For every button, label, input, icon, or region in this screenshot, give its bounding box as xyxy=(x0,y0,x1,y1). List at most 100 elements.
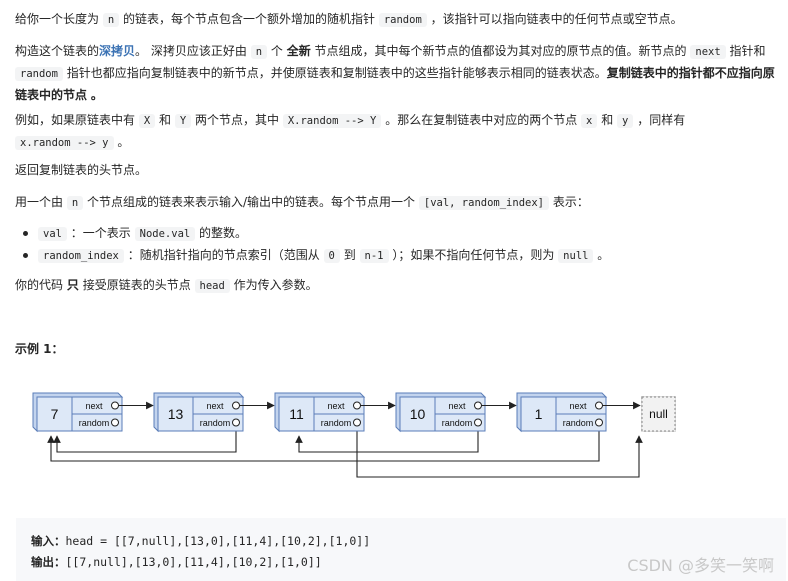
inline-code: y xyxy=(617,114,634,128)
text: 个 xyxy=(270,44,283,58)
output-label: 输出： xyxy=(31,555,66,569)
random-label: random xyxy=(321,418,352,428)
inline-code: X.random --> Y xyxy=(282,114,382,128)
text: 你的代码 xyxy=(15,278,64,292)
random-pointer-13-to-7 xyxy=(53,427,237,453)
deep-copy-link[interactable]: 深拷贝 xyxy=(99,44,136,58)
random-pointer-11-to-1 xyxy=(356,427,643,478)
random-pointer-dot xyxy=(474,418,482,427)
text: ）；如果不指向任何节点，则为 xyxy=(392,248,555,262)
text: 指针和 xyxy=(729,44,766,58)
paragraph-example-random: 例如，如果原链表中有 X 和 Y 两个节点，其中 X.random --> Y … xyxy=(15,110,777,154)
paragraph-input-note: 你的代码 只 接受原链表的头节点 head 作为传入参数。 xyxy=(15,275,777,297)
inline-code: val xyxy=(38,227,67,241)
random-pointer-dot xyxy=(353,418,361,427)
field-list: val ：一个表示 Node.val 的整数。 random_index ：随机… xyxy=(15,223,777,267)
next-pointer-dot xyxy=(111,401,119,410)
paragraph-return: 返回复制链表的头节点。 xyxy=(15,160,777,181)
text: 和 xyxy=(159,113,172,127)
node-random-cell xyxy=(71,413,123,432)
node-value-cell xyxy=(520,396,557,432)
node-value: 7 xyxy=(51,406,59,422)
text: 构造这个链表的 xyxy=(15,44,100,58)
inline-code: Node.val xyxy=(134,227,196,241)
node-random-cell xyxy=(192,413,244,432)
text: 。 xyxy=(90,88,103,102)
output-line: 输出：[[7,null],[13,0],[11,4],[10,2],[1,0]] xyxy=(31,552,771,573)
list-item: random_index ：随机指针指向的节点索引（范围从 0 到 n-1 ）；… xyxy=(15,245,777,267)
next-label: next xyxy=(85,401,103,411)
example-io-block: 输入：head = [[7,null],[13,0],[11,4],[10,2]… xyxy=(16,518,786,581)
input-line: 输入：head = [[7,null],[13,0],[11,4],[10,2]… xyxy=(31,531,771,552)
node-value: 1 xyxy=(535,406,543,422)
inline-code: n xyxy=(250,45,268,59)
inline-code: Y xyxy=(174,114,192,128)
text: 指针也都应指向复制链表中的新节点，并使原链表和复制链表中的这些指针能够表示相同的… xyxy=(66,66,607,80)
text: 。那么在复制链表中对应的两个节点 xyxy=(385,113,578,127)
bold-text: 复制链表中的指针都不应指向原链表中的节点 xyxy=(15,66,775,102)
node-random-cell xyxy=(555,413,607,432)
inline-code: next xyxy=(690,45,726,59)
inline-code: x xyxy=(581,114,598,128)
text: 的链表，每个节点包含一个额外增加的随机指针 xyxy=(123,12,376,26)
inline-code: n-1 xyxy=(359,249,389,263)
next-pointer-dot xyxy=(474,401,482,410)
text: 用一个由 xyxy=(15,195,64,209)
text: 接受原链表的头节点 xyxy=(82,278,191,292)
node-random-cell xyxy=(434,413,486,432)
random-pointer-10-to-11 xyxy=(295,427,479,453)
node-value: 13 xyxy=(168,406,184,422)
list-node: 7 next random xyxy=(32,392,154,433)
random-pointer-1-to-7 xyxy=(47,427,600,462)
inline-code: random xyxy=(15,67,63,81)
null-label: null xyxy=(649,407,668,421)
text: 两个节点，其中 xyxy=(195,113,280,127)
text: 表示： xyxy=(552,195,589,209)
next-pointer-dot xyxy=(232,401,240,410)
next-pointer-dot xyxy=(353,401,361,410)
text: 和 xyxy=(601,113,614,127)
null-node-box xyxy=(641,396,676,432)
node-value-cell xyxy=(36,396,73,432)
inline-code: [val, random_index] xyxy=(418,196,549,210)
next-label: next xyxy=(569,401,587,411)
text: ，该指针可以指向链表中的任何节点或空节点。 xyxy=(430,12,683,26)
bold-text: 全新 xyxy=(286,44,311,58)
inline-code: null xyxy=(558,249,594,263)
next-pointer-dot xyxy=(595,401,603,410)
random-pointer-dot xyxy=(111,418,119,427)
text: 。 xyxy=(597,248,610,262)
text: ：一个表示 xyxy=(70,226,131,240)
inline-code: random xyxy=(378,13,427,27)
inline-code: x.random --> y xyxy=(15,136,114,150)
watermark: CSDN @多笑一笑啊 xyxy=(627,556,774,575)
text: 的整数。 xyxy=(199,226,248,240)
text: 。 xyxy=(117,135,130,149)
list-node: 10 next random xyxy=(395,392,517,433)
next-label: next xyxy=(327,401,345,411)
random-label: random xyxy=(79,418,110,428)
inline-code: n xyxy=(66,196,84,210)
text: 返回复制链表的头节点。 xyxy=(15,163,148,177)
text: 给你一个长度为 xyxy=(15,12,100,26)
text: 作为传入参数。 xyxy=(233,278,318,292)
text: 节点组成，其中每个新节点的值都设为其对应的原节点的值。新节点的 xyxy=(314,44,687,58)
inline-code: X xyxy=(138,114,156,128)
text: 。 深拷贝应该正好由 xyxy=(135,44,247,58)
bullet-icon xyxy=(23,231,28,236)
example-title: 示例 1： xyxy=(15,342,64,356)
next-label: next xyxy=(206,401,224,411)
random-label: random xyxy=(442,418,473,428)
input-label: 输入： xyxy=(31,534,66,548)
text: ：随机指针指向的节点索引（范围从 xyxy=(127,248,320,262)
bullet-icon xyxy=(23,253,28,258)
next-label: next xyxy=(448,401,466,411)
output-value: [[7,null],[13,0],[11,4],[10,2],[1,0]] xyxy=(65,555,322,569)
node-value: 10 xyxy=(410,406,426,422)
